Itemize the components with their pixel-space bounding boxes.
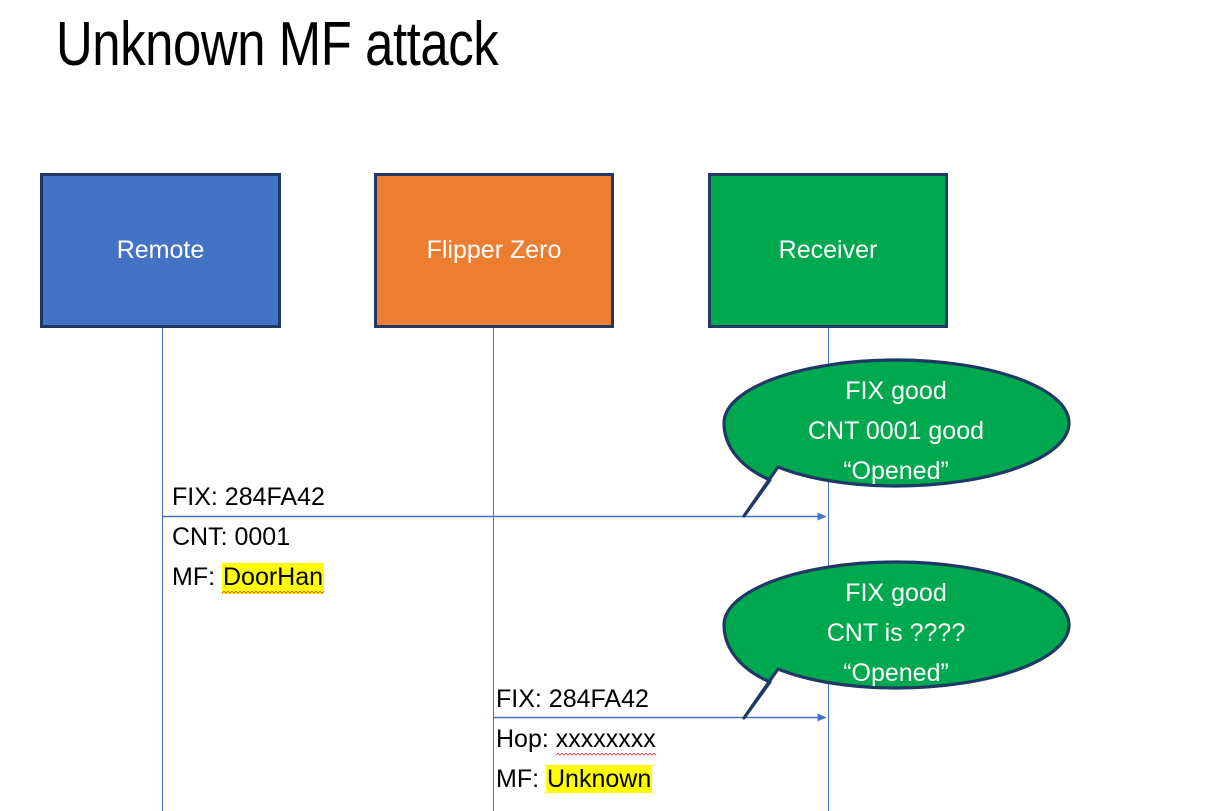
message-1-fix-label: FIX: <box>172 483 225 511</box>
message-2-line-hop: Hop: xxxxxxxx <box>496 719 656 759</box>
message-2-line-fix: FIX: 284FA42 <box>496 679 656 719</box>
lifeline-remote <box>162 328 163 811</box>
actor-label-remote: Remote <box>116 236 205 264</box>
message-1-mf-value-highlighted: DoorHan <box>222 563 324 594</box>
actor-label-receiver: Receiver <box>778 236 878 264</box>
lifeline-flipper-zero <box>493 328 494 811</box>
callout-balloon-1[interactable]: FIX good CNT 0001 good “Opened” <box>722 358 1072 518</box>
message-2-hop-label: Hop: <box>496 725 556 753</box>
message-2-fix-label: FIX: <box>496 685 549 713</box>
page-title: Unknown MF attack <box>56 10 499 79</box>
actor-label-flipper-zero: Flipper Zero <box>426 236 562 264</box>
message-1-line-fix: FIX: 284FA42 <box>172 477 325 517</box>
message-1-cnt-label: CNT: <box>172 523 235 551</box>
message-2-fix-value: 284FA42 <box>548 685 649 713</box>
message-2-hop-value: xxxxxxxx <box>555 725 656 756</box>
message-1-fix-value: 284FA42 <box>224 483 325 511</box>
callout-2-shape <box>722 560 1071 720</box>
actor-box-receiver[interactable]: Receiver <box>708 173 948 328</box>
message-1-line-mf: MF: DoorHan <box>172 557 325 597</box>
message-label-1: FIX: 284FA42 CNT: 0001 MF: DoorHan <box>172 477 325 597</box>
message-2-mf-label: MF: <box>496 765 546 793</box>
callout-1-shape <box>722 358 1071 518</box>
message-2-mf-value-highlighted: Unknown <box>546 765 653 793</box>
message-1-line-cnt: CNT: 0001 <box>172 517 325 557</box>
actor-box-remote[interactable]: Remote <box>40 173 281 328</box>
message-2-line-mf: MF: Unknown <box>496 759 656 799</box>
actor-box-flipper-zero[interactable]: Flipper Zero <box>374 173 614 328</box>
message-1-mf-label: MF: <box>172 563 222 591</box>
callout-balloon-2[interactable]: FIX good CNT is ???? “Opened” <box>722 560 1072 720</box>
message-label-2: FIX: 284FA42 Hop: xxxxxxxx MF: Unknown <box>496 679 656 799</box>
message-1-cnt-value: 0001 <box>234 523 291 551</box>
